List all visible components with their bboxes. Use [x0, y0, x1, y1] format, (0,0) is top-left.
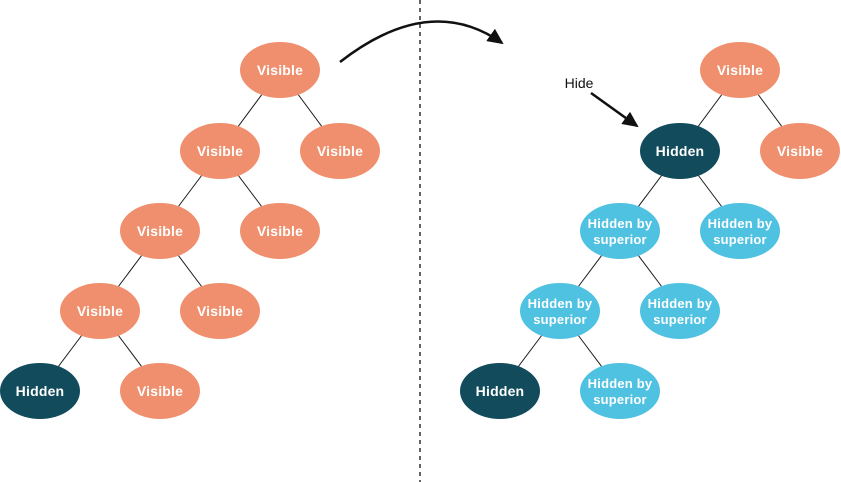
node-ellipse	[120, 363, 200, 419]
node-label: Visible	[257, 62, 303, 78]
node-ellipse	[520, 283, 600, 339]
tree-node-hidden: Hidden	[460, 363, 540, 419]
node-ellipse	[640, 283, 720, 339]
tree-node-visible: Visible	[240, 203, 320, 259]
tree-node-visible: Visible	[760, 123, 840, 179]
hide-arrow-icon	[590, 91, 639, 128]
annotation-layer: Hide	[339, 20, 639, 128]
tree-node-visible: Visible	[700, 42, 780, 98]
node-label: Hidden	[16, 383, 65, 399]
node-label: Visible	[137, 223, 183, 239]
node-label: Visible	[137, 383, 183, 399]
tree-node-visible: Visible	[300, 123, 380, 179]
node-ellipse	[120, 203, 200, 259]
node-ellipse	[300, 123, 380, 179]
node-label: Visible	[717, 62, 763, 78]
node-label: Visible	[257, 223, 303, 239]
node-ellipse	[580, 363, 660, 419]
tree-node-hidden: Hidden	[0, 363, 80, 419]
tree-node-visible: Visible	[240, 42, 320, 98]
node-ellipse	[700, 203, 780, 259]
node-ellipse	[60, 283, 140, 339]
node-ellipse	[180, 283, 260, 339]
transform-arrow-icon	[339, 20, 504, 63]
node-ellipse	[640, 123, 720, 179]
tree-node-visible: Visible	[180, 283, 260, 339]
tree-node-visible: Visible	[60, 283, 140, 339]
node-label: Visible	[777, 143, 823, 159]
tree-node-visible: Visible	[120, 203, 200, 259]
node-ellipse	[0, 363, 80, 419]
node-label: Visible	[197, 303, 243, 319]
node-ellipse	[240, 203, 320, 259]
node-label: Hidden	[476, 383, 525, 399]
node-label: Visible	[77, 303, 123, 319]
node-ellipse	[460, 363, 540, 419]
node-ellipse	[180, 123, 260, 179]
node-ellipse	[580, 203, 660, 259]
tree-node-visible: Visible	[180, 123, 260, 179]
node-ellipse	[760, 123, 840, 179]
node-label: Visible	[197, 143, 243, 159]
tree-node-visible: Visible	[120, 363, 200, 419]
node-label: Hidden	[656, 143, 705, 159]
hide-label: Hide	[565, 75, 594, 91]
node-label: Visible	[317, 143, 363, 159]
tree-node-hidden: Hidden	[640, 123, 720, 179]
node-ellipse	[700, 42, 780, 98]
node-ellipse	[240, 42, 320, 98]
